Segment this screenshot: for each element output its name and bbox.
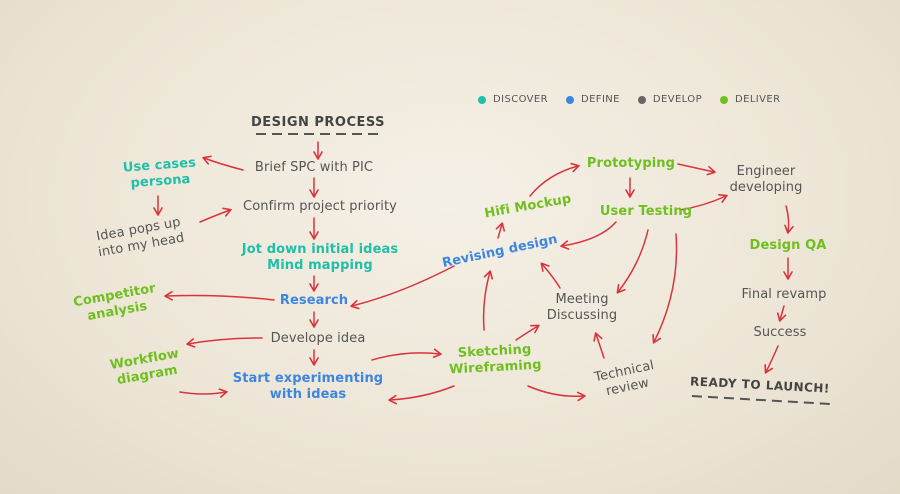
arrow-hifi-to-prototyping xyxy=(529,162,580,197)
arrow-usertesting-to-revising xyxy=(560,221,617,250)
node-final-revamp: Final revamp xyxy=(741,287,827,302)
ready-dashed-underline xyxy=(691,395,831,405)
arrow-meeting-to-revising xyxy=(540,262,561,289)
legend: DISCOVER DEFINE DEVELOP DELIVER xyxy=(478,94,780,105)
arrow-usertesting-to-engineer xyxy=(679,194,728,211)
arrow-brief-to-usecases xyxy=(202,155,244,171)
legend-discover-label: DISCOVER xyxy=(493,94,548,105)
node-engineer: Engineer developing xyxy=(729,164,803,195)
node-success: Success xyxy=(753,325,807,340)
node-start-experimenting: Start experimenting with ideas xyxy=(232,371,384,402)
node-jot-down: Jot down initial ideas Mind mapping xyxy=(241,242,399,273)
discover-dot-icon xyxy=(478,95,486,104)
legend-develop-label: DEVELOP xyxy=(652,94,703,105)
arrow-technical-to-meeting xyxy=(593,332,605,359)
legend-define-label: DEFINE xyxy=(580,94,620,105)
arrow-sketching-to-revising xyxy=(482,270,493,331)
arrow-sketching-to-technical xyxy=(527,385,586,402)
legend-define: DEFINE xyxy=(565,94,620,105)
deliver-dot-icon xyxy=(720,95,729,104)
arrow-revising-to-hifi xyxy=(495,222,505,239)
arrow-start-to-sketching xyxy=(371,348,442,361)
arrow-engineer-to-designqa xyxy=(784,205,794,234)
legend-deliver: DELIVER xyxy=(720,94,780,105)
diagram-title: DESIGN PROCESS xyxy=(250,115,386,130)
arrow-research-to-competitor xyxy=(164,290,275,301)
legend-develop: DEVELOP xyxy=(637,94,703,105)
node-develope-idea: Develope idea xyxy=(270,331,366,346)
node-use-cases: Use cases persona xyxy=(122,155,197,192)
arrow-sketching-to-meeting xyxy=(515,324,540,341)
node-meeting: Meeting Discussing xyxy=(546,292,618,323)
arrow-revising-to-research xyxy=(350,265,455,310)
define-dot-icon xyxy=(565,95,574,104)
arrow-ideapops-to-confirm xyxy=(199,207,232,223)
arrow-workflow-to-start xyxy=(179,388,228,398)
legend-discover: DISCOVER xyxy=(478,94,548,105)
arrow-final-to-success xyxy=(777,305,787,322)
node-design-qa: Design QA xyxy=(749,238,827,253)
node-prototyping: Prototyping xyxy=(586,156,676,171)
legend-deliver-label: DELIVER xyxy=(735,94,781,105)
arrow-usertesting-to-meeting xyxy=(616,229,649,294)
arrow-sketching-to-start xyxy=(388,385,455,405)
arrow-usertesting-to-technical xyxy=(652,233,678,344)
node-sketching: Sketching Wireframing xyxy=(448,342,542,378)
arrow-success-to-ready xyxy=(764,345,779,374)
node-user-testing: User Testing xyxy=(599,204,693,219)
node-research: Research xyxy=(279,293,349,308)
arrow-develope-to-workflow xyxy=(186,337,263,348)
node-confirm: Confirm project priority xyxy=(243,199,397,214)
arrow-prototyping-to-engineer xyxy=(677,163,716,176)
develop-dot-icon xyxy=(637,95,646,104)
node-brief: Brief SPC with PIC xyxy=(254,160,374,175)
